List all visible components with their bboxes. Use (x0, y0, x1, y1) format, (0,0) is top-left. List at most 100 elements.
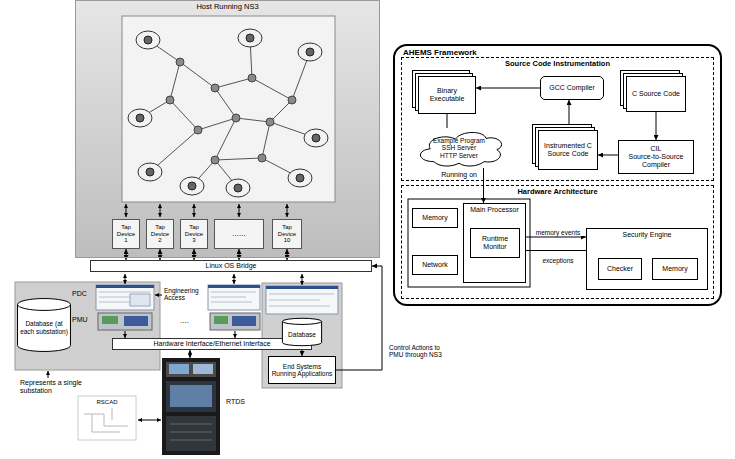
network-graph (176, 58, 184, 66)
network-graph (270, 100, 292, 122)
pmu-device (214, 316, 228, 324)
link-arrows (190, 350, 191, 358)
network-graph (306, 48, 314, 56)
pdc-screenshot (208, 285, 260, 310)
network-graph (248, 74, 256, 82)
network-graph (180, 62, 215, 88)
network-graph (136, 31, 160, 49)
network-graph (252, 78, 292, 100)
pmu-device (232, 316, 256, 326)
process-box: GCC Compiler (540, 76, 604, 100)
rtds-rack (166, 362, 216, 377)
annotation-label: PMU (72, 316, 94, 324)
network-graph (128, 29, 328, 197)
network-graph (234, 184, 242, 192)
network-graph (188, 182, 196, 190)
edge-label: Running on (432, 171, 478, 179)
node-text: Binary Executable (421, 87, 473, 103)
connector (239, 249, 240, 260)
link-arrows (125, 274, 126, 284)
connector (447, 114, 448, 128)
bridge-bar: Linux OS Bridge (90, 260, 372, 272)
rtds-rack (193, 364, 213, 374)
link-arrows (155, 295, 162, 296)
connector (194, 249, 195, 260)
connector (336, 266, 382, 370)
network-graph (128, 109, 152, 127)
node-text: Source-to-Source Compiler (621, 153, 691, 169)
rtds-rack (170, 424, 212, 425)
pmu-device (102, 316, 118, 324)
outline-path (282, 321, 321, 324)
node-text: End Systems Running Applications (271, 363, 333, 378)
network-graph (215, 78, 252, 88)
link-arrows (235, 331, 236, 338)
network-graph (215, 88, 236, 118)
pdc-screenshot (208, 285, 260, 288)
host-ground (75, 0, 380, 258)
network-graph (296, 174, 304, 182)
rtds-rack (162, 358, 220, 455)
substation-ground (15, 282, 160, 370)
tap-device: Tap Device 1 (112, 219, 140, 249)
process-box: CILSource-to-Source Compiler (618, 140, 694, 174)
pmu-device (210, 313, 260, 330)
graph-arrows (194, 204, 195, 217)
connector (126, 249, 127, 260)
network-graph (136, 34, 320, 192)
node-text: Hardware Interface/Ethernet Interface (153, 340, 270, 348)
node-heading: Security Engine (587, 229, 707, 239)
rscad-screen (84, 408, 128, 432)
network-graph (140, 38, 316, 188)
rscad-screen (78, 396, 136, 440)
rtds-rack (170, 432, 212, 433)
network-graph (198, 118, 236, 130)
rtds-rack (170, 440, 212, 441)
node-heading: Hardware Architecture (402, 186, 713, 197)
node-text: CIL (651, 145, 662, 153)
link-arrows (234, 274, 235, 284)
edge-label: memory events (531, 229, 585, 236)
node-text: Memory (662, 265, 687, 273)
network-graph (180, 177, 204, 195)
pdc-screenshot (208, 285, 260, 310)
file-stack: C Source Code (626, 76, 686, 112)
graph-arrows (160, 204, 161, 217)
network-graph (144, 36, 152, 44)
app-screenshot (269, 294, 334, 295)
connector (656, 112, 657, 140)
link-arrows (125, 331, 126, 338)
host-box: Host Running NS3Tap Device 1Tap Device 2… (75, 0, 380, 258)
node-text: Database (288, 331, 316, 338)
annotation-label: PDC (72, 290, 94, 298)
link-arrows (138, 420, 161, 421)
endsystem-ground (262, 283, 342, 388)
graph-arrows (126, 204, 287, 217)
app-screenshot (266, 286, 338, 289)
tap-device: Tap Device 10 (272, 219, 302, 249)
rtds-rack (166, 381, 216, 412)
node-text: Tap Device 2 (149, 224, 171, 245)
network-graph (226, 179, 250, 197)
network-graph (211, 156, 219, 164)
node-text: GCC Compiler (549, 84, 595, 92)
node-text: Memory (422, 214, 447, 222)
network-graph (138, 163, 162, 181)
rtds-rack (169, 364, 189, 374)
pdc-screenshot (96, 285, 154, 310)
section-box: Source Code InstrumentationBinary Execut… (401, 57, 714, 181)
pdc-screenshot (130, 294, 150, 306)
app-screenshot (266, 286, 338, 314)
node-text: Checker (607, 265, 633, 273)
component-box: Checker (598, 258, 642, 280)
graph-arrows (239, 204, 240, 217)
network-graph (215, 118, 236, 160)
connector (520, 250, 586, 251)
connector (476, 88, 540, 89)
app-screenshot (269, 300, 320, 301)
connector (160, 249, 161, 260)
network-graph (146, 168, 154, 176)
rtds-rack (162, 358, 220, 455)
node-text: ...... (232, 229, 245, 238)
edge-label: Control Actions to PMU through NS3 (388, 344, 450, 359)
